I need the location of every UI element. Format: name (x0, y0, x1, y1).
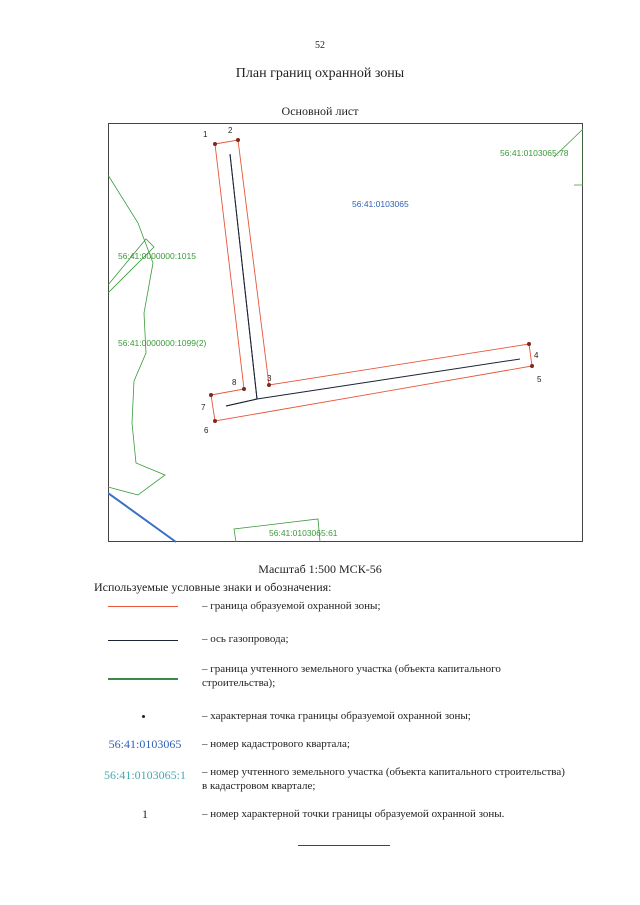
point-label-1: 1 (203, 130, 208, 139)
protection-zone-border (210, 139, 533, 422)
point-label-8: 8 (232, 378, 237, 387)
boundary-point-4 (527, 342, 531, 346)
legend-quarter-symbol: 56:41:0103065 (108, 737, 182, 751)
blue-boundary-line (108, 492, 177, 543)
point-label-2: 2 (228, 126, 233, 135)
page-title: План границ охранной зоны (235, 66, 405, 81)
point-label-6: 6 (204, 426, 209, 435)
boundary-map: 1 2 3 4 5 6 7 8 56:41:0103065 56:41:0103… (108, 123, 583, 543)
legend-parcel-border-symbol (108, 678, 178, 680)
boundary-point-6 (213, 419, 217, 423)
legend-point-symbol (142, 715, 145, 718)
legend-desc-parcel-border: – граница учтенного земельного участка (… (202, 663, 501, 689)
boundary-point-7 (209, 393, 213, 397)
quarter-label: 56:41:0103065 (352, 199, 409, 209)
legend-desc-zone-border: – граница образуемой охранной зоны; (202, 600, 381, 612)
legend-zone-border-symbol (108, 606, 178, 607)
point-label-5: 5 (537, 375, 542, 384)
sheet-title: Основной лист (281, 104, 359, 118)
parcel-border-left-lower (108, 174, 166, 496)
legend-point-number-symbol: 1 (142, 807, 148, 821)
boundary-point-1 (213, 142, 217, 146)
parcel-label-bottom: 56:41:0103065:61 (269, 528, 338, 538)
legend-title: Используемые условные знаки и обозначени… (94, 580, 332, 594)
parcel-border-bottom (233, 518, 321, 543)
page-number: 52 (315, 40, 325, 51)
map-frame (108, 123, 583, 542)
parcel-border-top-right (553, 128, 583, 186)
legend-desc-point-number: – номер характерной точки границы образу… (202, 808, 505, 820)
legend-parcel-symbol: 56:41:0103065:1 (103, 768, 186, 782)
legend-pipe-axis-symbol (108, 640, 178, 641)
parcel-label-left-lower: 56:41:0000000:1099(2) (118, 338, 207, 348)
legend-desc-pipe-axis: – ось газопровода; (202, 633, 289, 645)
legend-desc-quarter: – номер кадастрового квартала; (202, 738, 350, 750)
boundary-point-8 (242, 387, 246, 391)
bottom-rule (298, 845, 390, 846)
legend-desc-parcel: – номер учтенного земельного участка (об… (202, 766, 565, 792)
boundary-point-2 (236, 138, 240, 142)
legend-desc-point: – характерная точка границы образуемой о… (202, 710, 471, 722)
scale-text: Масштаб 1:500 МСК-56 (258, 562, 382, 576)
boundary-point-5 (530, 364, 534, 368)
point-label-3: 3 (267, 374, 272, 383)
boundary-point-3 (267, 383, 271, 387)
parcel-label-left-upper: 56:41:0000000:1015 (118, 251, 196, 261)
point-label-7: 7 (201, 403, 206, 412)
parcel-border-left-upper (108, 238, 155, 294)
parcel-label-top-right: 56:41:0103065:78 (500, 148, 569, 158)
point-label-4: 4 (534, 351, 539, 360)
